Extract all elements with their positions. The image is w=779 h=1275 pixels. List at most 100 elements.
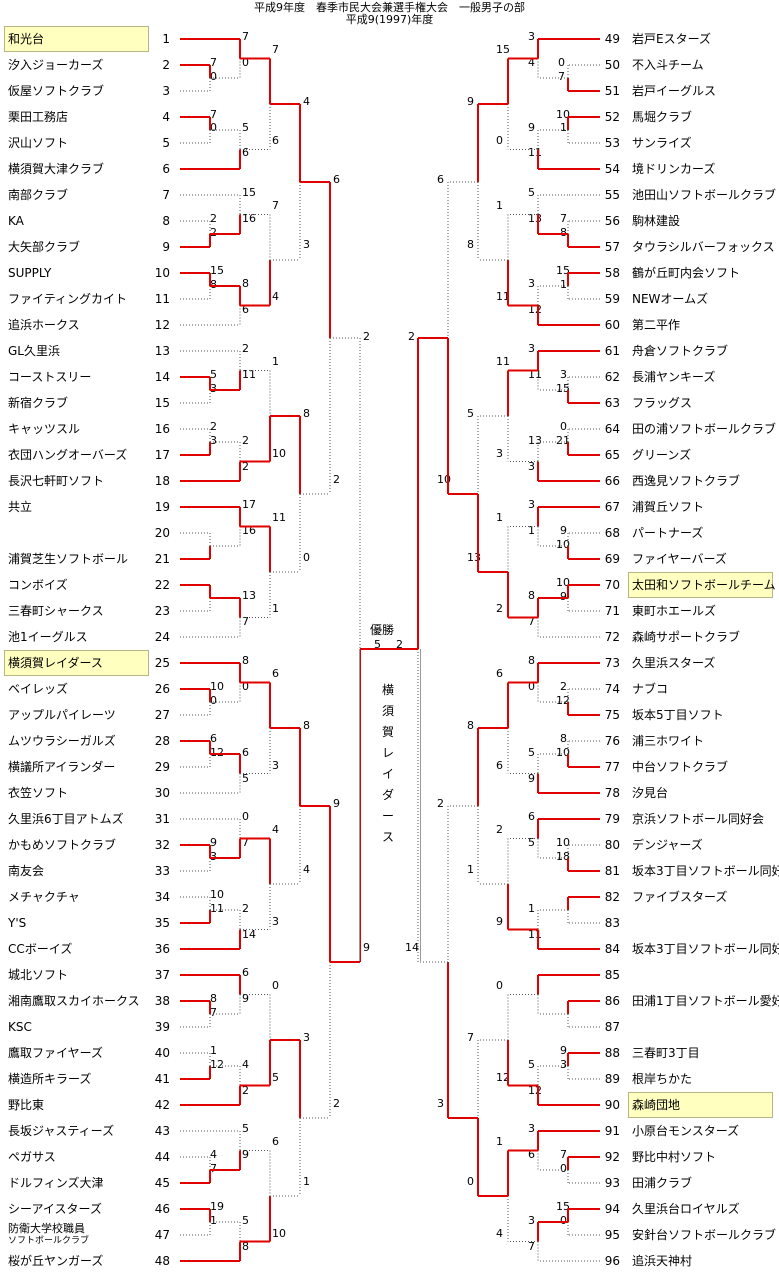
score-label: 10 bbox=[272, 447, 286, 460]
team-name: 駒林建設 bbox=[632, 214, 681, 228]
score-label: 2 bbox=[210, 420, 217, 433]
team-name-line1: 防衛大学校職員 bbox=[8, 1222, 85, 1235]
team-number: 46 bbox=[154, 1202, 170, 1216]
score-label: 3 bbox=[210, 434, 217, 447]
team-number: 5 bbox=[162, 136, 170, 150]
score-label: 8 bbox=[467, 719, 474, 732]
team-number: 73 bbox=[604, 656, 620, 670]
team-name: 防衛大学校職員ソフトボールクラブ bbox=[8, 1223, 89, 1247]
score-label: 1 bbox=[303, 1175, 310, 1188]
score-label: 7 bbox=[558, 70, 565, 83]
team-name: 横須賀大津クラブ bbox=[8, 162, 105, 176]
score-label: 12 bbox=[556, 694, 570, 707]
team-name: SUPPLY bbox=[8, 266, 52, 280]
team-number: 10 bbox=[154, 266, 170, 280]
team-name-line2: ソフトボールクラブ bbox=[8, 1236, 90, 1246]
team-number: 30 bbox=[154, 786, 170, 800]
score-label: 8 bbox=[528, 654, 535, 667]
score-label: 4 bbox=[303, 95, 310, 108]
team-number: 89 bbox=[604, 1072, 620, 1086]
team-number: 27 bbox=[154, 708, 170, 722]
score-label: 2 bbox=[210, 226, 217, 239]
team-name: 追浜天神村 bbox=[632, 1254, 693, 1268]
score-label: 2 bbox=[242, 902, 249, 915]
team-number: 81 bbox=[604, 864, 620, 878]
team-name: 久里浜スターズ bbox=[632, 656, 716, 670]
score-label: 18 bbox=[556, 850, 570, 863]
score-label: 3 bbox=[528, 1214, 535, 1227]
team-number: 12 bbox=[154, 318, 170, 332]
team-number: 13 bbox=[154, 344, 170, 358]
score-label: 12 bbox=[210, 1058, 224, 1071]
team-name: 境ドリンカーズ bbox=[632, 162, 716, 176]
champion-box bbox=[359, 649, 421, 961]
team-name: 東町ホエールズ bbox=[632, 604, 717, 618]
team-number: 78 bbox=[604, 786, 620, 800]
team-name: 第二平作 bbox=[632, 318, 681, 332]
score-label: 8 bbox=[528, 589, 535, 602]
score-label: 8 bbox=[242, 277, 249, 290]
team-name: アップルパイレーツ bbox=[8, 708, 116, 722]
score-label: 13 bbox=[467, 551, 481, 564]
team-number: 52 bbox=[604, 110, 620, 124]
score-label: 2 bbox=[437, 797, 444, 810]
score-label: 3 bbox=[528, 1122, 535, 1135]
score-label: 7 bbox=[242, 836, 249, 849]
team-name: 長沢七軒町ソフト bbox=[8, 474, 105, 488]
team-name: 湘南鷹取スカイホークス bbox=[8, 994, 140, 1008]
champion-char: ス bbox=[381, 830, 394, 844]
score-label: 10 bbox=[556, 746, 570, 759]
score-label: 8 bbox=[210, 992, 217, 1005]
team-number: 16 bbox=[154, 422, 170, 436]
team-name: 横議所アイランダー bbox=[8, 760, 116, 774]
team-name: 森崎団地 bbox=[632, 1098, 681, 1112]
team-highlight bbox=[4, 26, 149, 52]
team-name: 長坂ジャスティーズ bbox=[8, 1124, 115, 1138]
score-label: 0 bbox=[272, 979, 279, 992]
score-label: 8 bbox=[467, 238, 474, 251]
team-number: 67 bbox=[604, 500, 620, 514]
team-number: 26 bbox=[154, 682, 170, 696]
team-name: ベイレッズ bbox=[8, 682, 69, 696]
team-name: 栗田工務店 bbox=[8, 110, 69, 124]
score-label: 7 bbox=[560, 212, 567, 225]
team-name: 三春町シャークス bbox=[8, 604, 104, 618]
score-label: 12 bbox=[528, 303, 542, 316]
final-score-right: 2 bbox=[396, 638, 403, 651]
score-label: 7 bbox=[560, 1148, 567, 1161]
score-label: 14 bbox=[242, 928, 256, 941]
team-number: 32 bbox=[154, 838, 170, 852]
score-label: 12 bbox=[528, 1084, 542, 1097]
score-label: 6 bbox=[272, 667, 279, 680]
score-label: 16 bbox=[242, 212, 256, 225]
team-name: 横造所キラーズ bbox=[8, 1072, 92, 1086]
score-label: 15 bbox=[556, 382, 570, 395]
team-number: 6 bbox=[162, 162, 170, 176]
score-label: 1 bbox=[467, 863, 474, 876]
champion-char: レ bbox=[381, 746, 394, 760]
team-number: 24 bbox=[154, 630, 170, 644]
score-label: 9 bbox=[467, 95, 474, 108]
team-name: フラッグス bbox=[632, 396, 693, 410]
team-number: 44 bbox=[154, 1150, 170, 1164]
score-label: 0 bbox=[467, 1175, 474, 1188]
team-name: KSC bbox=[8, 1020, 32, 1034]
score-label: 12 bbox=[496, 1071, 510, 1084]
score-label: 0 bbox=[242, 56, 249, 69]
team-name: 久里浜台ロイヤルズ bbox=[632, 1202, 740, 1216]
team-name: 横須賀レイダース bbox=[8, 656, 103, 670]
score-label: 3 bbox=[210, 850, 217, 863]
score-label: 11 bbox=[272, 511, 286, 524]
team-number: 60 bbox=[604, 318, 620, 332]
team-name: ドルフィンズ大津 bbox=[8, 1176, 104, 1190]
score-label: 7 bbox=[272, 199, 279, 212]
team-name: グリーンズ bbox=[632, 448, 692, 462]
team-name: 南部クラブ bbox=[8, 188, 69, 202]
score-label: 0 bbox=[560, 1214, 567, 1227]
score-label: 10 bbox=[437, 473, 451, 486]
score-label: 7 bbox=[210, 56, 217, 69]
team-name: デンジャーズ bbox=[632, 838, 703, 852]
score-label: 4 bbox=[242, 1058, 249, 1071]
team-number: 75 bbox=[604, 708, 620, 722]
